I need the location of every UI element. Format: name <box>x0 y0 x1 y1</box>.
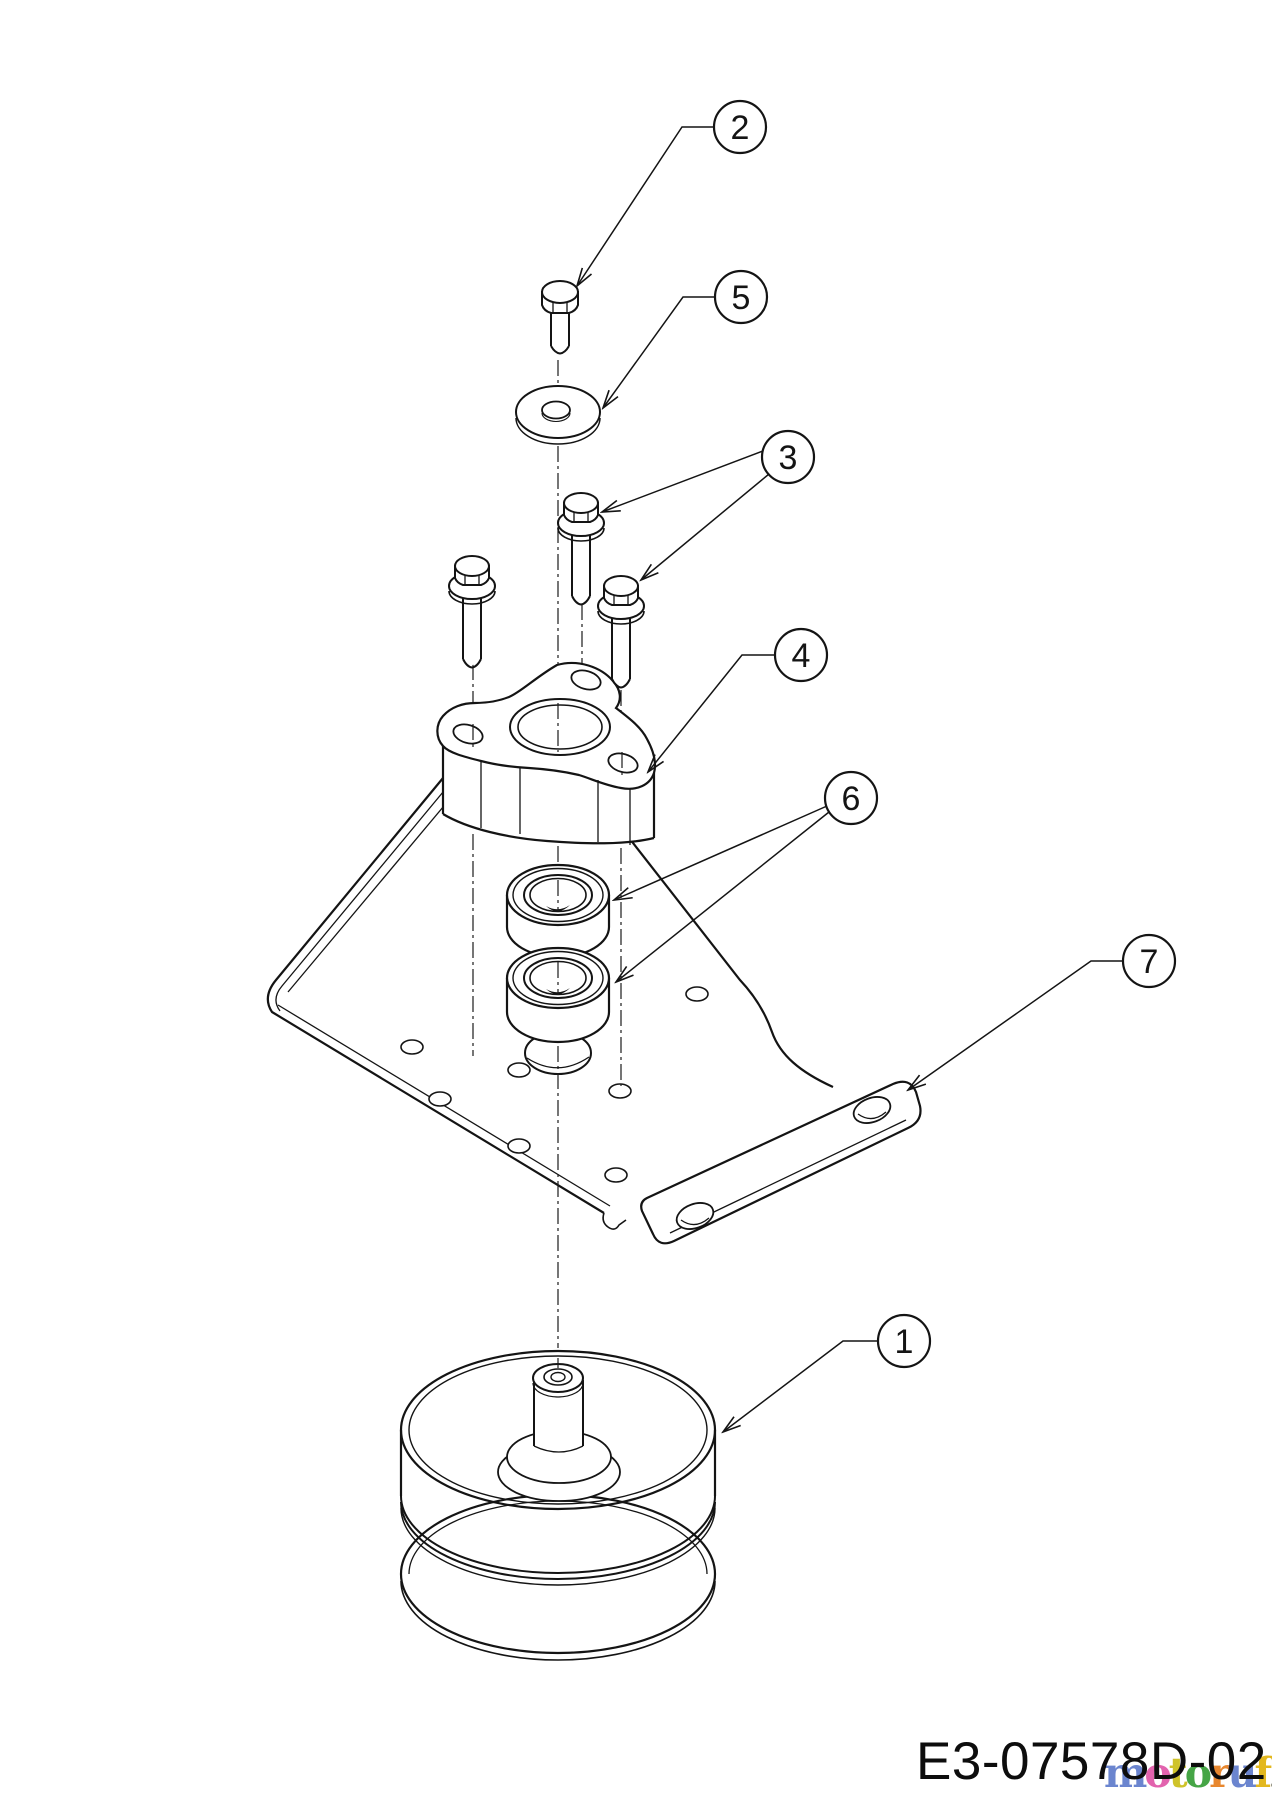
part-hex-bolt <box>541 280 579 355</box>
leader-4 <box>648 654 775 772</box>
callout-2-label: 2 <box>731 109 750 147</box>
leader-6a <box>614 805 828 900</box>
part-spacer-flange <box>436 661 657 845</box>
part-idler-pulley <box>399 1349 717 1661</box>
part-bearing-upper <box>505 863 611 959</box>
leader-3b <box>641 473 770 580</box>
leader-2 <box>577 126 714 286</box>
flange-side-lines <box>480 761 631 845</box>
part-number-label: E3-07578D-02 <box>916 1732 1267 1791</box>
leader-7 <box>908 960 1123 1090</box>
watermark-letter: o <box>1144 1749 1171 1797</box>
callout-1: 1 <box>876 1313 932 1369</box>
watermark: motoruf.de <box>1104 1749 1272 1797</box>
leader-1 <box>723 1340 878 1432</box>
watermark-tld: .de <box>1269 1766 1272 1793</box>
callout-6-label: 6 <box>842 780 861 818</box>
bearing-notch <box>546 905 570 912</box>
flange-hole-right <box>607 752 639 774</box>
flange-bore-inner <box>517 704 603 750</box>
watermark-letter: m <box>1104 1749 1147 1797</box>
callout-1-label: 1 <box>895 1323 914 1361</box>
callout-7-label: 7 <box>1140 943 1159 981</box>
watermark-letter: r <box>1209 1749 1231 1797</box>
part-flange-bolt-middle <box>557 492 605 606</box>
part-flange-bolt-left <box>448 555 496 669</box>
part-flange-bolt-right <box>597 575 645 689</box>
bearing-notch <box>546 988 570 995</box>
callout-4-label: 4 <box>792 637 811 675</box>
callout-2: 2 <box>712 99 768 155</box>
part-washer <box>515 385 601 445</box>
callout-7: 7 <box>1121 933 1177 989</box>
watermark-letter: u <box>1227 1749 1258 1797</box>
plate-small-holes <box>400 986 709 1183</box>
flange-hole-top <box>570 669 602 691</box>
plate-corner-step <box>602 1212 627 1230</box>
plate-hem-line <box>275 779 454 1012</box>
part-bracket <box>640 1080 922 1245</box>
callout-3: 3 <box>760 429 816 485</box>
watermark-letter: o <box>1184 1749 1212 1797</box>
leader-lines <box>577 126 1123 1432</box>
watermark-letter: t <box>1168 1749 1188 1797</box>
leader-6b <box>616 811 830 982</box>
callout-6: 6 <box>823 770 879 826</box>
leader-3a <box>602 450 764 512</box>
callout-5-label: 5 <box>732 279 751 317</box>
watermark-letter: f <box>1254 1749 1272 1797</box>
leader-5 <box>603 296 715 408</box>
callout-4: 4 <box>773 627 829 683</box>
flange-hole-left <box>452 723 484 745</box>
callout-3-label: 3 <box>779 439 798 477</box>
pulley-hub <box>497 1363 621 1502</box>
callouts: 1 2 3 4 5 6 7 <box>712 99 1177 1369</box>
callout-5: 5 <box>713 269 769 325</box>
